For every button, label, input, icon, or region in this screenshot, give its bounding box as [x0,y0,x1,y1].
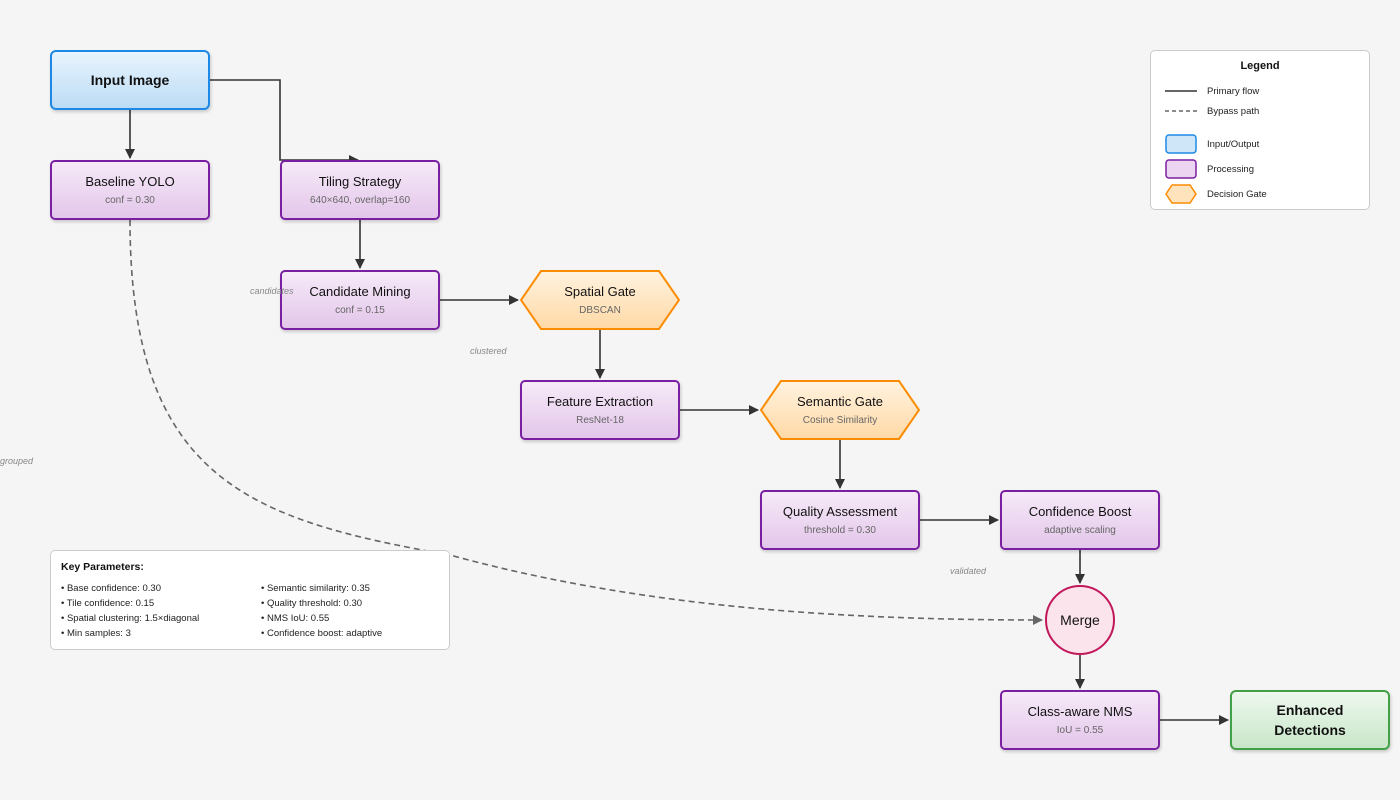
process-box-icon [1165,159,1197,179]
parameter-item: • Spatial clustering: 1.5×diagonal [61,613,200,624]
quality-assessment-sub: threshold = 0.30 [804,524,876,536]
quality-assessment-node: Quality Assessment threshold = 0.30 [760,490,920,550]
baseline-yolo-title: Baseline YOLO [85,173,175,189]
semantic-gate-node: Semantic Gate Cosine Similarity [760,380,920,440]
candidate-mining-title: Candidate Mining [309,283,411,299]
spatial-gate-sub: DBSCAN [579,304,621,316]
parameter-item: • Confidence boost: adaptive [261,628,383,639]
legend-panel: Legend Primary flow Bypass path Input/Ou… [1150,50,1370,210]
spatial-gate-title: Spatial Gate [564,283,636,299]
baseline-yolo-node: Baseline YOLO conf = 0.30 [50,160,210,220]
legend-item-bypass-path: Bypass path [1165,101,1259,121]
legend-item-input-output: Input/Output [1165,134,1259,154]
hexagon-shape [760,380,920,440]
enhanced-detections-title-line1: Enhanced [1276,702,1344,718]
hexagon-shape [520,270,680,330]
tiling-strategy-node: Tiling Strategy 640×640, overlap=160 [280,160,440,220]
legend-label: Bypass path [1207,105,1260,117]
legend-title: Legend [1240,60,1280,72]
enhanced-detections-node: Enhanced Detections [1230,690,1390,750]
legend-item-decision-gate: Decision Gate [1165,184,1267,204]
dashed-line-icon [1165,109,1197,113]
merge-node: Merge [1045,585,1115,655]
class-aware-nms-sub: IoU = 0.55 [1056,724,1104,736]
enhanced-detections-title-line2: Detections [1274,722,1346,738]
parameter-item: • Quality threshold: 0.30 [261,598,363,609]
io-box-icon [1165,134,1197,154]
feature-extraction-node: Feature Extraction ResNet-18 [520,380,680,440]
solid-line-icon [1165,89,1197,93]
class-aware-nms-node: Class-aware NMS IoU = 0.55 [1000,690,1160,750]
edge-label-candidates: candidates [250,286,294,296]
edge-label-validated: validated [950,566,987,576]
legend-label: Processing [1207,163,1254,175]
confidence-boost-node: Confidence Boost adaptive scaling [1000,490,1160,550]
semantic-gate-title: Semantic Gate [797,393,883,409]
edge-label-clustered: clustered [470,346,507,356]
hexagon-icon [1165,184,1197,204]
tiling-strategy-sub: 640×640, overlap=160 [309,194,411,206]
tiling-strategy-title: Tiling Strategy [318,173,402,189]
legend-label: Decision Gate [1207,188,1267,200]
legend-label: Input/Output [1207,138,1260,150]
legend-item-primary-flow: Primary flow [1165,81,1259,101]
legend-label: Primary flow [1207,85,1260,97]
key-parameters-right-column: • Semantic similarity: 0.35 • Quality th… [261,581,382,641]
parameter-item: • NMS IoU: 0.55 [261,613,330,624]
parameter-item: • Semantic similarity: 0.35 [261,583,370,594]
spatial-gate-node: Spatial Gate DBSCAN [520,270,680,330]
input-image-node: Input Image [50,50,210,110]
class-aware-nms-title: Class-aware NMS [1027,703,1133,719]
confidence-boost-sub: adaptive scaling [1044,524,1116,536]
semantic-gate-sub: Cosine Similarity [802,414,878,426]
input-image-title: Input Image [90,72,170,88]
legend-item-processing: Processing [1165,159,1254,179]
key-parameters-left-column: • Base confidence: 0.30 • Tile confidenc… [61,581,199,641]
candidate-mining-sub: conf = 0.15 [335,304,385,316]
candidate-mining-node: Candidate Mining conf = 0.15 [280,270,440,330]
baseline-yolo-sub: conf = 0.30 [105,194,155,206]
parameter-item: • Tile confidence: 0.15 [61,598,155,609]
edge-baseline-bypass-to-merge [129,219,1043,625]
feature-extraction-title: Feature Extraction [546,393,654,409]
edge-label-grouped: grouped [0,456,34,466]
quality-assessment-title: Quality Assessment [782,503,898,519]
key-parameters-title: Key Parameters: [61,561,144,573]
feature-extraction-sub: ResNet-18 [576,414,624,426]
parameter-item: • Base confidence: 0.30 [61,583,161,594]
key-parameters-panel: Key Parameters: • Base confidence: 0.30 … [50,550,450,650]
parameter-item: • Min samples: 3 [61,628,131,639]
merge-title: Merge [1060,612,1100,628]
edge-input-to-tiling [210,79,359,165]
confidence-boost-title: Confidence Boost [1028,503,1132,519]
